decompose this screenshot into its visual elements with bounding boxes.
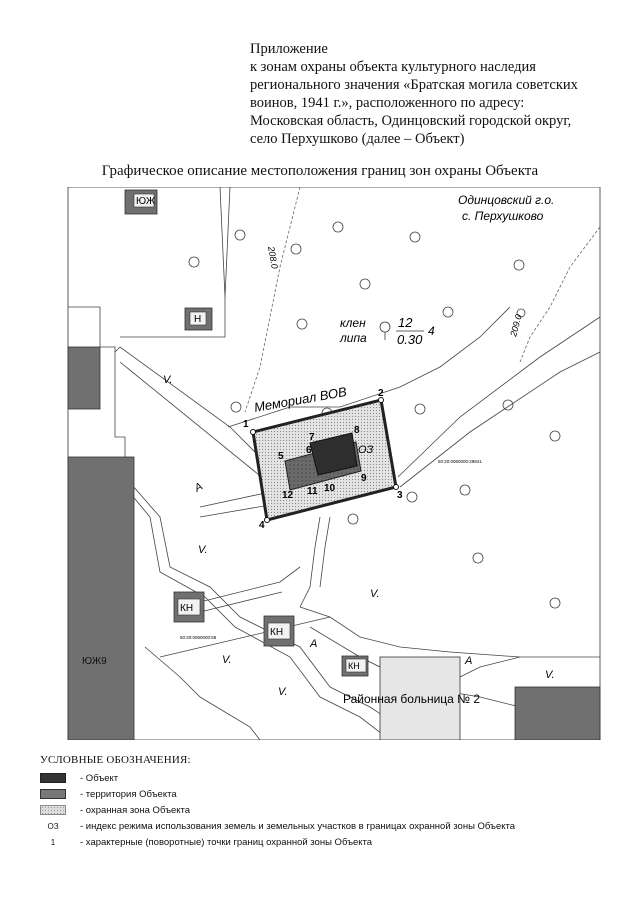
header-line: к зонам охраны объекта культурного насле… (250, 59, 536, 75)
zone-index-label: ОЗ (358, 444, 374, 456)
legend-item: - территория Объекта (40, 786, 620, 802)
tree-den: 0.30 (397, 332, 423, 347)
building-labels-bg (133, 193, 367, 673)
object (309, 432, 358, 476)
point-label: 10 (324, 483, 336, 494)
legend-title: УСЛОВНЫЕ ОБОЗНАЧЕНИЯ: (40, 754, 191, 766)
legend-label: - Объект (80, 772, 119, 784)
building-yuzh-label: ЮЖ (136, 196, 156, 207)
point-label: 9 (361, 473, 367, 484)
legend-point-symbol: 1 (50, 837, 56, 847)
tree-species-2: липа (339, 331, 367, 345)
region-label: Одинцовский г.о. (458, 193, 554, 207)
road-label: А (192, 481, 205, 496)
legend-item: ОЗ - индекс режима использования земель … (40, 818, 620, 834)
village-label: с. Перхушково (462, 209, 544, 223)
legend-label: - индекс режима использования земель и з… (80, 820, 516, 832)
building-hospital (379, 656, 461, 741)
legend-label: - характерные (поворотные) точки границ … (80, 836, 373, 848)
tree-icon (379, 321, 391, 340)
legend-label: - территория Объекта (80, 788, 177, 800)
point-label: 5 (278, 451, 284, 462)
point-label: 12 (282, 490, 294, 501)
contour-label: 208.0 (266, 245, 280, 270)
legend-item: - Объект (40, 770, 620, 786)
contours (244, 186, 601, 413)
header-line: село Перхушково (далее – Объект) (250, 131, 465, 147)
road-label: А (309, 638, 317, 650)
legend-item: 1 - характерные (поворотные) точки грани… (40, 834, 620, 850)
veg-label: V. (370, 588, 380, 600)
header-line: регионального значения «Братская могила … (250, 77, 578, 93)
veg-label: V. (278, 686, 288, 698)
point-label: 1 (243, 419, 249, 430)
building-left-top (67, 346, 101, 410)
legend-object-swatch (40, 773, 66, 783)
contour-label: 209.0 (508, 313, 524, 338)
legend-label: - охранная зона Объекта (80, 804, 191, 816)
point-label: 2 (378, 388, 384, 399)
document-header: Приложение к зонам охраны объекта культу… (250, 40, 610, 148)
tree-num: 12 (398, 315, 413, 330)
veg-label: V. (163, 374, 173, 386)
header-line: Приложение (250, 41, 328, 57)
point-label: 3 (397, 490, 403, 501)
legend-item: - охранная зона Объекта (40, 802, 620, 818)
map-subtitle: Графическое описание местоположения гран… (101, 163, 539, 179)
point-labels: 1 2 3 4 5 6 7 8 9 10 11 12 (243, 388, 403, 531)
map-svg: ЮЖ Н КН КН КН ЮЖ9 1 (67, 186, 601, 741)
map-area: ЮЖ Н КН КН КН ЮЖ9 1 (0, 186, 640, 741)
hospital-label: Районная больница № 2 (343, 692, 480, 706)
legend: УСЛОВНЫЕ ОБОЗНАЧЕНИЯ: - Объект - террито… (40, 754, 620, 850)
cadastral-label: 50:20:0060000:58 (180, 635, 217, 640)
cadastral-label: 50:20:0060000:29841 (438, 459, 482, 464)
point-label: 4 (259, 520, 265, 531)
building-kn-label: КН (270, 627, 283, 638)
road-label: А (464, 655, 472, 667)
building-kn-label: КН (180, 603, 193, 614)
legend-territory-swatch (40, 789, 66, 799)
point-label: 6 (306, 445, 312, 456)
veg-label: V. (545, 669, 555, 681)
point-label: 8 (354, 425, 360, 436)
corner-points (250, 397, 399, 523)
tree-count: 4 (428, 324, 435, 338)
legend-zone-index-symbol: ОЗ (47, 821, 59, 831)
building-yuzh9-label: ЮЖ9 (82, 656, 107, 667)
point-label: 11 (307, 486, 318, 497)
point-label: 7 (309, 432, 315, 443)
tree-species-1: клен (340, 316, 366, 330)
building-right (514, 686, 601, 741)
legend-zone-swatch (40, 805, 66, 815)
building-kn-label: КН (348, 661, 360, 671)
header-line: воинов, 1941 г.», расположенного по адре… (250, 95, 525, 111)
building-n-label: Н (194, 314, 201, 325)
veg-label: V. (222, 654, 232, 666)
veg-label: V. (198, 544, 208, 556)
building-yuzh9 (67, 456, 135, 741)
header-line: Московская область, Одинцовский городско… (250, 113, 572, 129)
